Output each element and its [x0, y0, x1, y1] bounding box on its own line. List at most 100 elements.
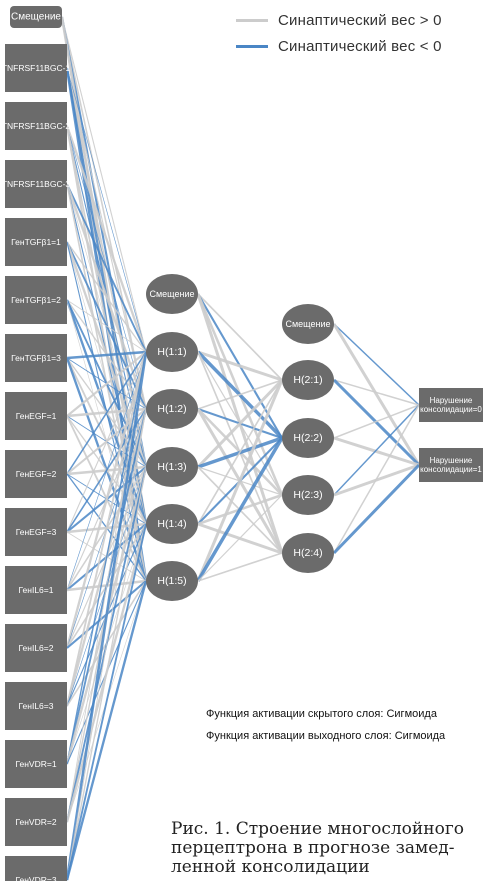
- synapse-edge: [197, 494, 283, 582]
- synapse-edge: [332, 378, 421, 467]
- input-node-label: ГенIL6=2: [19, 643, 54, 653]
- synapse-edge: [66, 67, 147, 353]
- hidden2-node-label: Смещение: [285, 319, 330, 329]
- hidden2-node-ellipse: [282, 418, 334, 458]
- synapse-edge: [333, 379, 420, 406]
- synapse-edge: [66, 183, 147, 353]
- hidden1-node-label: H(1:2): [157, 403, 186, 415]
- input-node-смещение: Смещение: [10, 6, 62, 28]
- input-node-label: TNFRSF11BGC-3: [2, 179, 71, 189]
- output-activation-note: Функция активации выходного слоя: Сигмои…: [206, 730, 446, 742]
- input-node-генil6-1: ГенIL6=1: [5, 566, 67, 614]
- input-node-box: [5, 856, 67, 881]
- synapse-edge: [197, 293, 283, 381]
- hidden2-node-h-2-4: H(2:4): [282, 533, 334, 573]
- synapse-edge: [66, 351, 147, 707]
- synapse-edge: [65, 580, 148, 881]
- input-node-генegf-2: ГенEGF=2: [5, 450, 67, 498]
- input-node-label: ГенTGFβ1=3: [11, 353, 61, 363]
- synapse-edge: [332, 463, 421, 555]
- synapse-edge: [65, 125, 148, 353]
- synapse-edge: [196, 378, 284, 469]
- hidden-activation-note: Функция активации скрытого слоя: Сигмоид…: [206, 708, 437, 720]
- hidden2-node-ellipse: [282, 304, 334, 344]
- synapse-edge: [66, 466, 147, 881]
- synapse-edge: [333, 404, 420, 554]
- input-node-box: [5, 102, 67, 150]
- input-node-box: [5, 624, 67, 672]
- input-node-box: [5, 160, 67, 208]
- hidden2-node-label: H(2:4): [293, 547, 322, 559]
- input-node-label: ГенVDR=2: [15, 817, 56, 827]
- input-node-box: [5, 334, 67, 382]
- hidden1-node-ellipse: [146, 447, 198, 487]
- synapse-edge: [196, 437, 284, 582]
- input-node-label: ГенVDR=3: [15, 875, 56, 881]
- input-node-генil6-3: ГенIL6=3: [5, 682, 67, 730]
- input-node-label: ГенIL6=3: [19, 701, 54, 711]
- synapse-edge: [196, 379, 284, 582]
- synapse-edge: [61, 16, 147, 353]
- synapse-edge: [66, 241, 147, 353]
- input-node-генil6-2: ГенIL6=2: [5, 624, 67, 672]
- input-node-box: [5, 740, 67, 788]
- hidden1-node-h-1-2: H(1:2): [146, 389, 198, 429]
- synapse-edge: [66, 351, 147, 417]
- hidden2-node-h-2-1: H(2:1): [282, 360, 334, 400]
- input-node-box: [5, 566, 67, 614]
- hidden1-node-ellipse: [146, 504, 198, 544]
- hidden2-node-h-2-2: H(2:2): [282, 418, 334, 458]
- input-node-box: [5, 276, 67, 324]
- input-node-box: [5, 798, 67, 846]
- hidden2-node-ellipse: [282, 533, 334, 573]
- synapse-edge: [333, 436, 420, 467]
- input-node-label: ГенTGFβ1=2: [11, 295, 61, 305]
- hidden2-node-label: H(2:2): [293, 432, 322, 444]
- synapse-edge: [65, 351, 148, 649]
- output-node-box: [419, 388, 483, 422]
- input-node-генvdr-3: ГенVDR=3: [5, 856, 67, 881]
- synapse-edge: [66, 351, 147, 533]
- input-node-генegf-1: ГенEGF=1: [5, 392, 67, 440]
- figure-caption: Рис. 1. Строение многослойного перцептро…: [171, 819, 464, 877]
- output-node-box: [419, 448, 483, 482]
- legend-negative: Синаптический вес < 0: [236, 38, 442, 55]
- input-node-генvdr-1: ГенVDR=1: [5, 740, 67, 788]
- input-node-генtgf-1-3: ГенTGFβ1=3: [5, 334, 67, 382]
- synapse-edge: [66, 351, 147, 591]
- synapse-edge: [60, 16, 148, 468]
- network-nodes: СмещениеTNFRSF11BGC-1TNFRSF11BGC-2TNFRSF…: [2, 6, 483, 881]
- synapse-edge: [333, 404, 420, 496]
- hidden1-node-ellipse: [146, 561, 198, 601]
- legend-negative-label: Синаптический вес < 0: [278, 38, 442, 55]
- legend-positive-label: Синаптический вес > 0: [278, 12, 442, 29]
- input-node-box: [5, 392, 67, 440]
- hidden2-node-h-2-3: H(2:3): [282, 475, 334, 515]
- synapse-edge: [197, 379, 283, 525]
- synapse-edge: [197, 552, 283, 582]
- hidden1-node-label: H(1:1): [157, 346, 186, 358]
- legend-positive: Синаптический вес > 0: [236, 12, 442, 29]
- input-node-box: [5, 682, 67, 730]
- hidden1-node-label: Смещение: [149, 289, 194, 299]
- legend-negative-swatch: [236, 45, 268, 48]
- input-node-label: ГенTGFβ1=1: [11, 237, 61, 247]
- hidden2-node-смещение: Смещение: [282, 304, 334, 344]
- hidden1-node-смещение: Смещение: [146, 274, 198, 314]
- input-node-label: ГенVDR=1: [15, 759, 56, 769]
- input-node-box: [5, 44, 67, 92]
- hidden2-node-ellipse: [282, 360, 334, 400]
- synapse-edge: [66, 351, 147, 765]
- hidden1-node-ellipse: [146, 332, 198, 372]
- hidden1-node-ellipse: [146, 389, 198, 429]
- hidden1-node-label: H(1:4): [157, 518, 186, 530]
- synapse-edge: [66, 351, 147, 823]
- synapse-edges: [60, 16, 421, 881]
- input-node-tnfrsf11bgc-2: TNFRSF11BGC-2: [2, 102, 70, 150]
- input-node-label: TNFRSF11BGC-1: [2, 63, 71, 73]
- input-node-box: [5, 218, 67, 266]
- legend-positive-swatch: [236, 19, 268, 22]
- synapse-edge: [333, 404, 420, 439]
- hidden1-node-h-1-3: H(1:3): [146, 447, 198, 487]
